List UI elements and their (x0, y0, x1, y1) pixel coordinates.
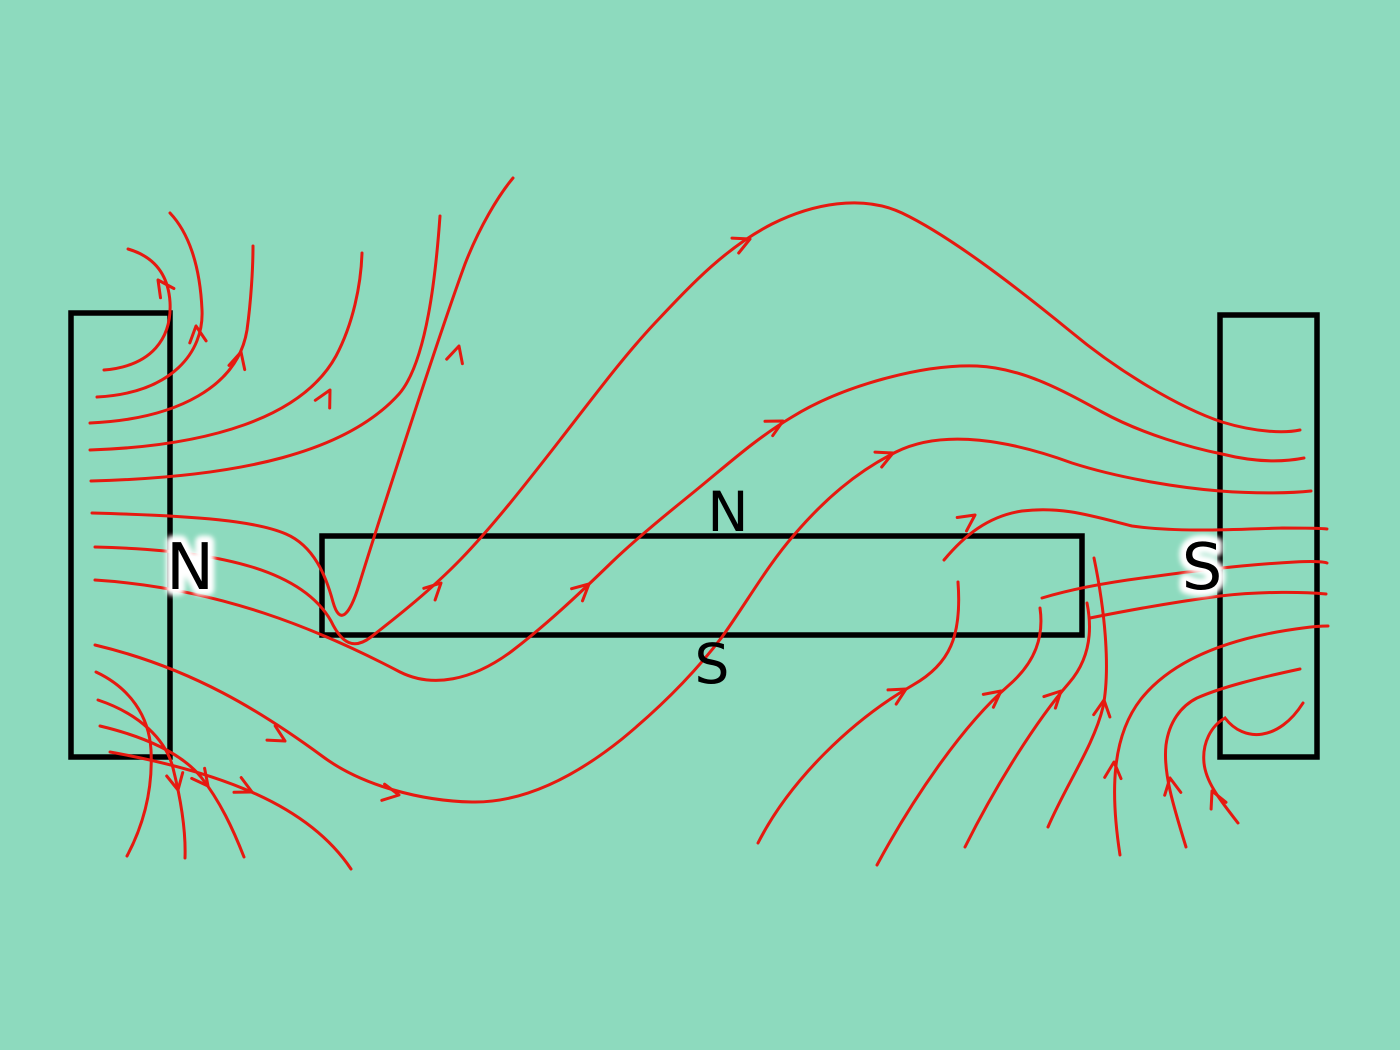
pole-label-halo: N (166, 531, 214, 605)
flow-arrow (422, 581, 443, 602)
field-line (94, 670, 153, 858)
field-line (1113, 624, 1330, 857)
field-line (942, 508, 1329, 562)
field-line (93, 437, 1313, 804)
magnet-outline-center-bar (319, 533, 1085, 638)
flow-arrow (232, 776, 254, 794)
flow-arrow (886, 687, 908, 706)
flow-arrow (730, 236, 752, 255)
field-line (875, 606, 1043, 867)
field-line (756, 580, 961, 845)
field-line (95, 211, 204, 399)
flow-arrow (873, 450, 895, 469)
magnet-outlines (68, 310, 1320, 760)
field-line (96, 698, 187, 860)
flow-arrow (570, 582, 591, 603)
flow-arrow (188, 324, 208, 345)
flow-arrow (445, 344, 464, 366)
field-line (93, 201, 1302, 646)
pole-label: N (707, 480, 748, 544)
flow-arrow (313, 388, 332, 410)
field-line (1163, 667, 1302, 849)
field-line (98, 724, 246, 859)
pole-label: S (695, 632, 730, 696)
magnet-outline-right-plate (1217, 312, 1320, 760)
flow-arrow (955, 513, 977, 533)
flow-arrow (265, 724, 287, 743)
flow-arrow (1042, 689, 1063, 710)
field-lines (88, 176, 1330, 871)
field-line (93, 364, 1306, 682)
flow-arrow (165, 771, 185, 792)
pole-label-halo: S (1182, 531, 1223, 605)
magnet-outline-left-plate (68, 310, 173, 760)
flow-arrow (763, 419, 785, 438)
flow-arrow (981, 689, 1003, 709)
field-line (1088, 590, 1328, 620)
field-line (1040, 560, 1329, 600)
flow-arrow (156, 278, 176, 300)
pole-label: S (1182, 531, 1223, 605)
flow-arrow (1092, 698, 1112, 719)
field-line (108, 750, 353, 871)
flow-arrow (1209, 789, 1228, 811)
flow-arrow (1103, 760, 1123, 781)
field-line (88, 244, 255, 425)
flow-arrow (1163, 776, 1183, 797)
field-line (1202, 701, 1305, 825)
pole-label: N (166, 531, 214, 605)
field-line (88, 251, 364, 452)
field-line (1046, 556, 1108, 829)
flow-arrow (227, 350, 247, 372)
field-line (102, 247, 172, 372)
flow-arrow (380, 782, 401, 802)
field-line (90, 176, 515, 617)
field-line (89, 214, 442, 483)
